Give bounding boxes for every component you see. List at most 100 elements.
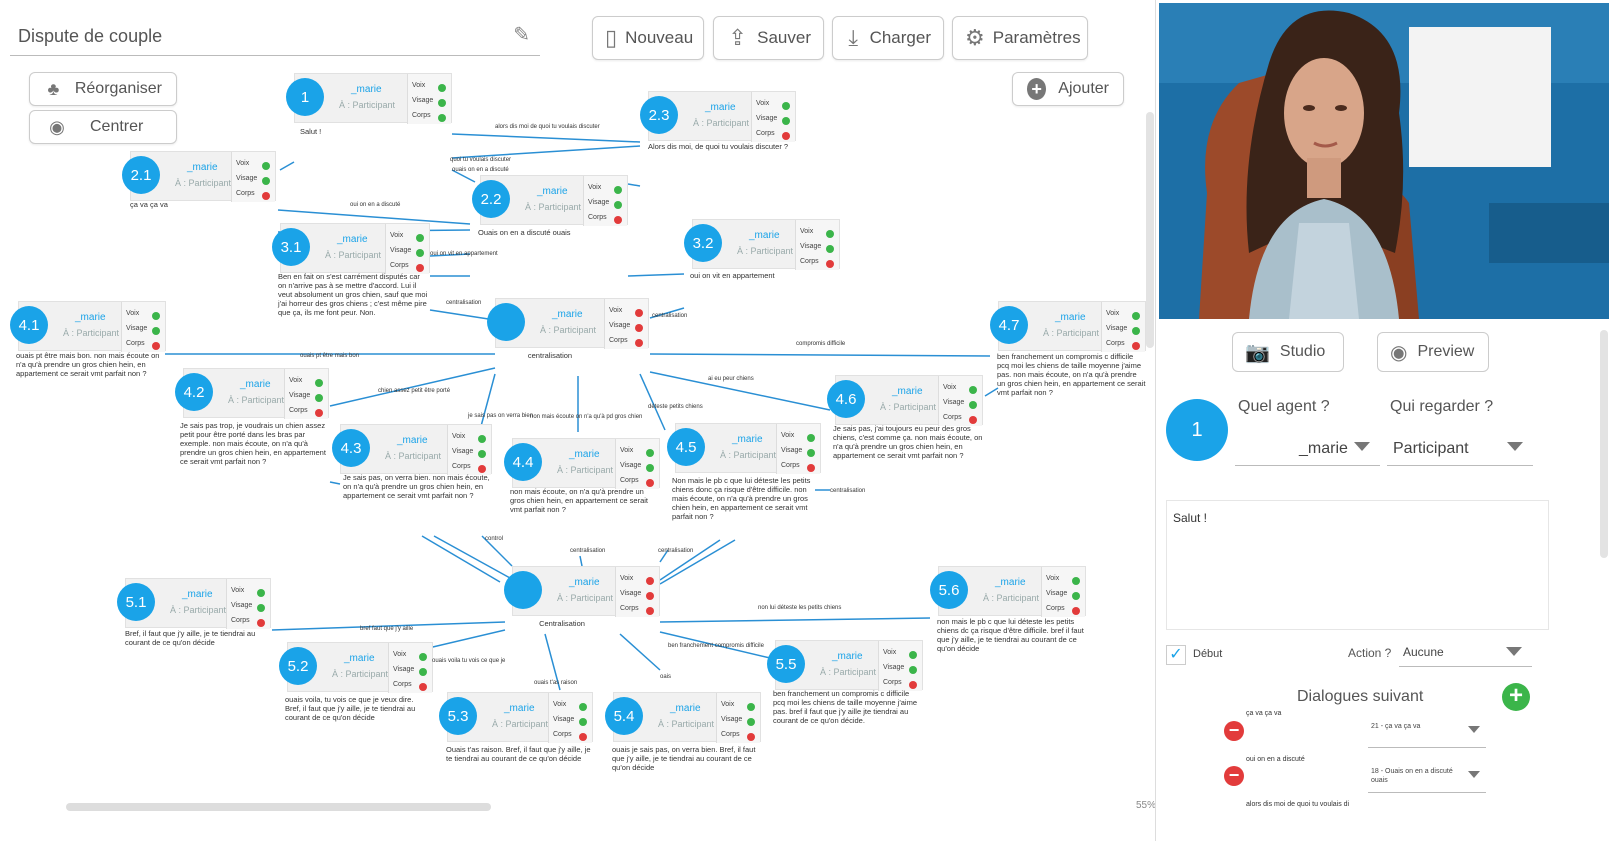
voix-channel: Voix: [1102, 310, 1145, 322]
node-number-badge: 4.3: [332, 429, 370, 467]
debut-checkbox[interactable]: ✓: [1166, 645, 1186, 665]
corps-label: Corps: [1046, 605, 1065, 612]
dialogue-textarea[interactable]: Salut !: [1166, 500, 1549, 630]
voix-label: Voix: [452, 433, 466, 440]
voix-label: Voix: [620, 575, 634, 582]
link: [627, 183, 641, 187]
ajouter-button[interactable]: + Ajouter: [1012, 72, 1124, 106]
preview-button[interactable]: ◉ Preview: [1377, 332, 1489, 372]
node-dialogue-text: ouais pt être mais bon. non mais écoute …: [16, 351, 160, 378]
status-dot-icon: [416, 249, 424, 257]
parametres-button[interactable]: ⚙ Paramètres: [952, 16, 1088, 60]
node-number-badge: 2.1: [122, 156, 160, 194]
studio-button[interactable]: 📷 Studio: [1232, 332, 1344, 372]
voix-label: Voix: [588, 184, 602, 191]
status-dot-icon: [614, 201, 622, 209]
panel-scrollbar[interactable]: [1600, 330, 1608, 558]
status-dot-icon: [257, 619, 265, 627]
node-number: 4.6: [835, 390, 857, 408]
visage-label: Visage: [883, 664, 905, 671]
reorganiser-label: Réorganiser: [74, 80, 162, 97]
visage-channel: Visage: [616, 462, 659, 474]
ajouter-label: Ajouter: [1058, 80, 1109, 97]
status-dot-icon: [315, 394, 323, 402]
centrer-button[interactable]: ◉ Centrer: [29, 110, 177, 144]
regarder-select[interactable]: Participant: [1387, 430, 1533, 466]
remove-next-dialogue-button[interactable]: −: [1224, 721, 1244, 741]
chevron-down-icon: [1468, 771, 1480, 778]
corps-channel: Corps: [1042, 605, 1085, 617]
scenario-title-field[interactable]: Dispute de couple ✎: [10, 14, 540, 56]
node-number-badge: 5.6: [930, 571, 968, 609]
link-label: compromis difficile: [796, 341, 846, 347]
vertical-scrollbar[interactable]: [1146, 112, 1154, 348]
action-select[interactable]: Aucune: [1399, 637, 1532, 667]
chevron-down-icon: [1354, 442, 1370, 451]
voix-label: Voix: [1106, 310, 1120, 317]
voix-label: Voix: [412, 82, 426, 89]
add-next-dialogue-button[interactable]: +: [1502, 683, 1530, 711]
sauver-button[interactable]: ⇪ Sauver: [713, 16, 824, 60]
status-dot-icon: [969, 416, 977, 424]
check-icon: ✓: [1169, 646, 1183, 663]
link: [659, 631, 771, 659]
corps-label: Corps: [236, 190, 255, 197]
remove-next-dialogue-button[interactable]: −: [1224, 766, 1244, 786]
reorganiser-button[interactable]: ♣ Réorganiser: [29, 72, 177, 106]
pencil-icon[interactable]: ✎: [513, 24, 530, 46]
nouveau-button[interactable]: ▯ Nouveau: [592, 16, 704, 60]
next-dialogue-select[interactable]: 21 - ça va ça va: [1368, 716, 1486, 748]
status-dot-icon: [1072, 577, 1080, 585]
link-label: ouais on en a discuté: [452, 167, 509, 173]
action-select-value: Aucune: [1403, 645, 1444, 659]
charger-button[interactable]: ⤓ Charger: [832, 16, 944, 60]
voix-channel: Voix: [584, 184, 627, 196]
node-agent-name: _marie: [337, 234, 368, 245]
visage-label: Visage: [126, 325, 148, 332]
node-number-badge: 5.2: [279, 647, 317, 685]
gear-icon: ⚙: [965, 25, 985, 50]
voix-channel: Voix: [232, 160, 275, 172]
horizontal-scrollbar[interactable]: [66, 803, 491, 811]
next-dialogue-select[interactable]: 18 - Ouais on en a discuté ouais: [1368, 761, 1486, 793]
corps-channel: Corps: [616, 477, 659, 489]
status-dot-icon: [315, 409, 323, 417]
status-dot-icon: [782, 132, 790, 140]
node-dialogue-text: non mais le pb c que lui déteste les pet…: [937, 617, 1084, 653]
voix-label: Voix: [756, 100, 770, 107]
minus-icon: −: [1228, 720, 1240, 740]
node-number: 4.2: [183, 383, 205, 401]
node-agent-name: _marie: [749, 230, 780, 241]
corps-label: Corps: [126, 340, 145, 347]
status-dot-icon: [419, 683, 427, 691]
node-number: 5.4: [613, 707, 635, 725]
voix-channel: Voix: [1042, 575, 1085, 587]
status-dot-icon: [646, 577, 654, 585]
visage-channel: Visage: [879, 664, 922, 676]
node-target: À : Participant: [820, 667, 877, 677]
agent-select[interactable]: _marie: [1235, 430, 1380, 466]
